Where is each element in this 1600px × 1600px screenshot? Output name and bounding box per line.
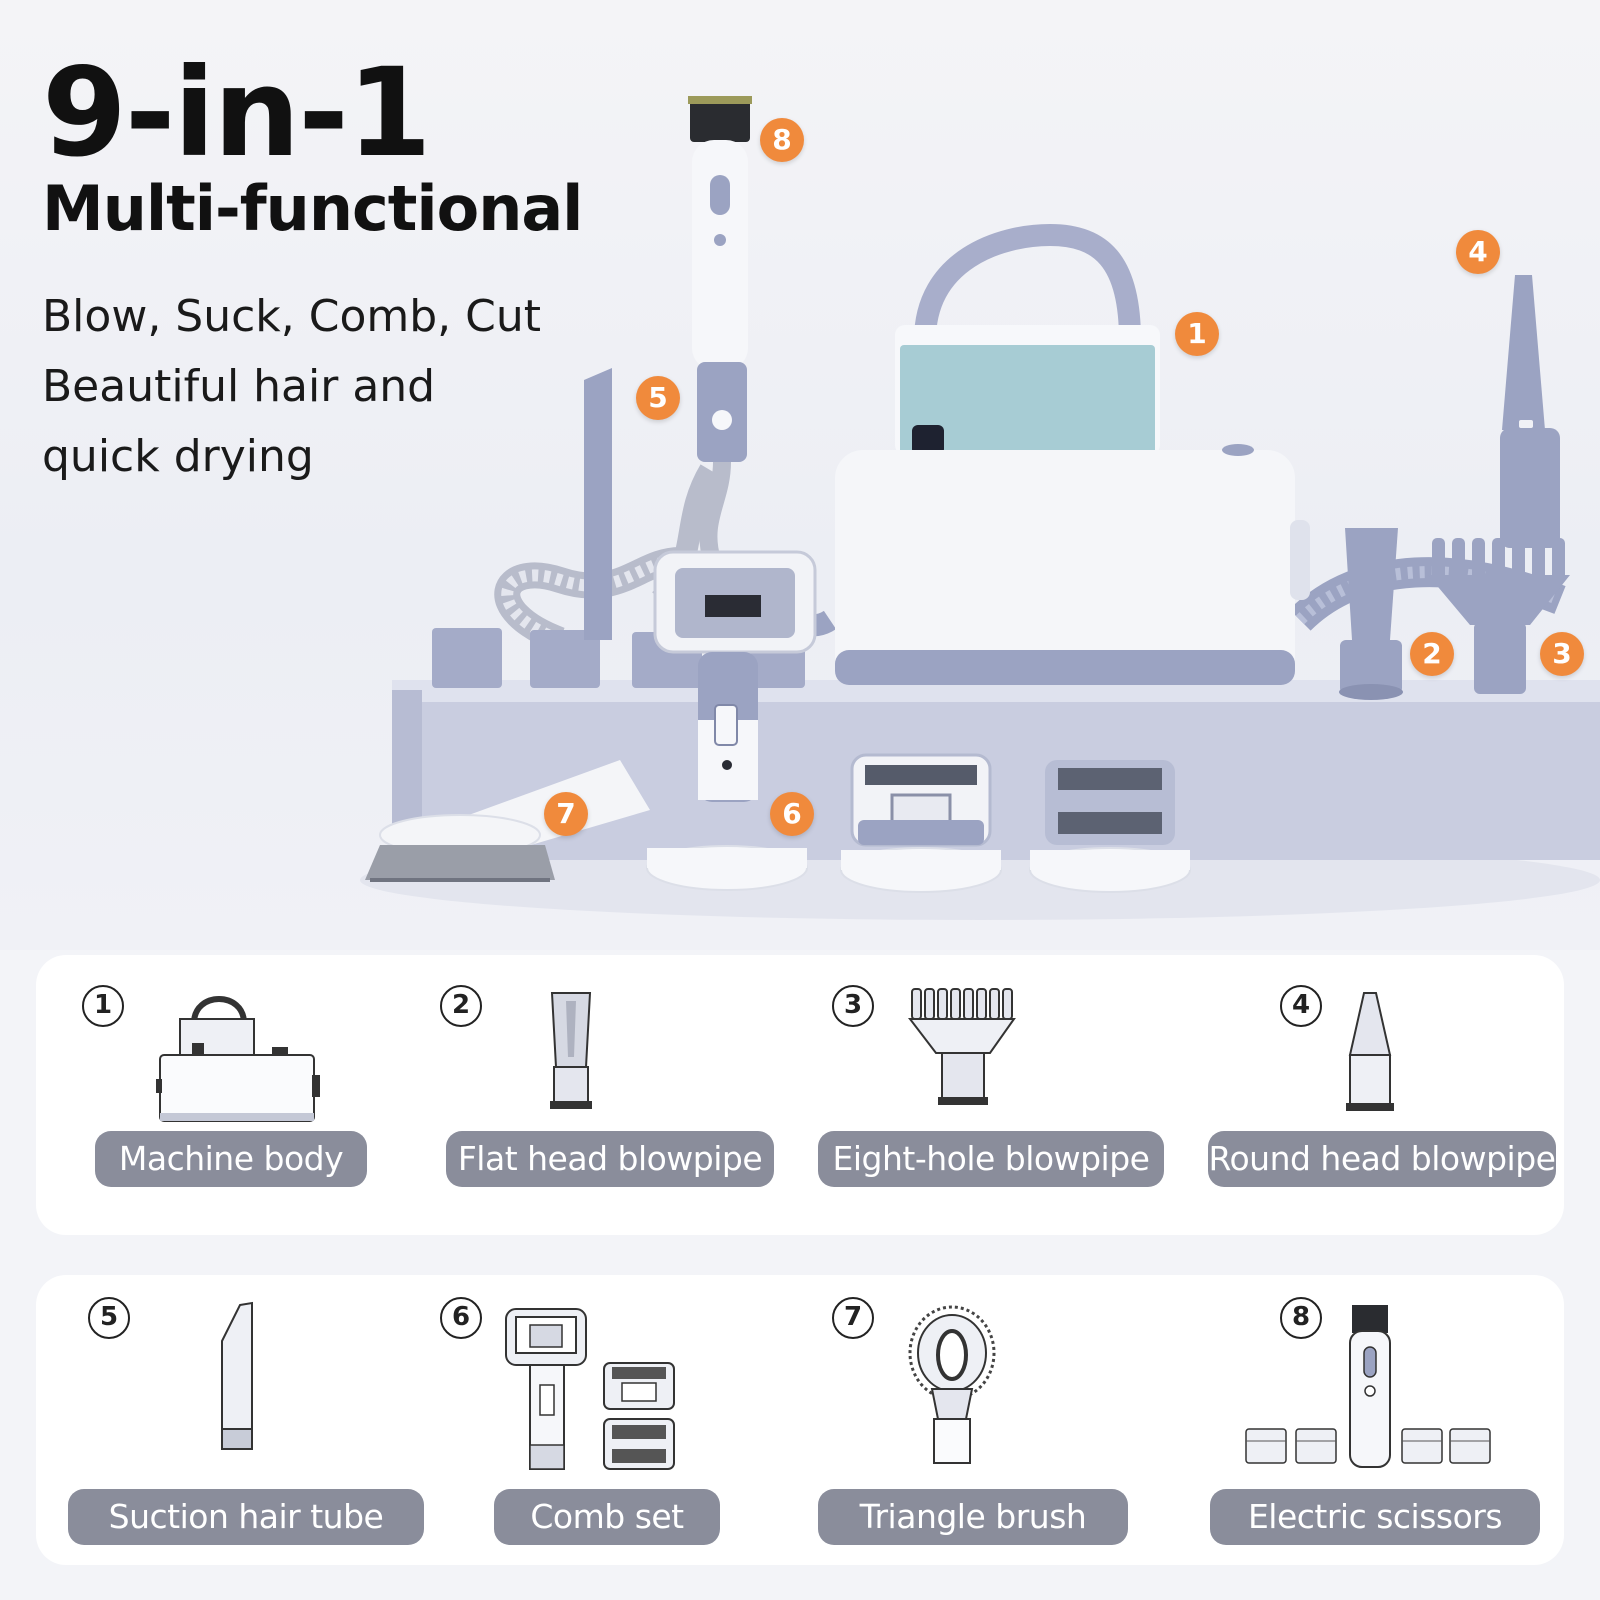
component-round-head-blowpipe: 4 Round head blowpipe	[1180, 955, 1564, 1235]
component-flat-head-blowpipe: 2 Flat head blowpipe	[416, 955, 798, 1235]
callout-badge-7: 7	[544, 792, 588, 836]
component-number: 8	[1280, 1297, 1322, 1339]
component-number: 2	[440, 985, 482, 1027]
product-scene-illustration	[360, 96, 1600, 920]
component-number: 4	[1280, 985, 1322, 1027]
component-label: Electric scissors	[1210, 1489, 1540, 1545]
callout-badge-2: 2	[1410, 632, 1454, 676]
component-label: Comb set	[494, 1489, 720, 1545]
component-label: Triangle brush	[818, 1489, 1128, 1545]
component-number: 5	[88, 1297, 130, 1339]
component-triangle-brush: 7 Triangle brush	[798, 1275, 1180, 1565]
tagline-line: Blow, Suck, Comb, Cut	[42, 291, 542, 342]
tagline-line: quick drying	[42, 431, 314, 482]
callout-badge-1: 1	[1175, 312, 1219, 356]
suction-hair-tube-icon	[221, 1301, 253, 1450]
callout-badge-8: 8	[760, 118, 804, 162]
component-suction-hair-tube: 5 Suction hair tube	[36, 1275, 424, 1565]
component-number: 1	[82, 985, 124, 1027]
component-number: 6	[440, 1297, 482, 1339]
component-comb-set: 6 Comb set	[416, 1275, 798, 1565]
tagline-line: Beautiful hair and	[42, 361, 436, 412]
comb-set-icon	[505, 1308, 675, 1470]
component-eight-hole-blowpipe: 3 Eight-hole blowpipe	[798, 955, 1180, 1235]
machine-body-icon	[156, 996, 320, 1122]
triangle-brush-icon	[908, 1305, 996, 1464]
callout-badge-4: 4	[1456, 230, 1500, 274]
component-label: Suction hair tube	[68, 1489, 424, 1545]
component-label: Flat head blowpipe	[446, 1131, 774, 1187]
round-head-blowpipe-icon	[1346, 992, 1394, 1111]
component-electric-scissors: 8 Electric scissors	[1180, 1275, 1564, 1565]
electric-scissors-icon	[1245, 1305, 1491, 1468]
eight-hole-blowpipe-icon	[908, 988, 1016, 1105]
components-panel-bottom: 5 Suction hair tube 6 Comb set 7	[36, 1275, 1564, 1565]
headline: 9-in-1	[42, 42, 432, 184]
component-label: Eight-hole blowpipe	[818, 1131, 1164, 1187]
callout-badge-6: 6	[770, 792, 814, 836]
component-number: 7	[832, 1297, 874, 1339]
callout-badge-5: 5	[636, 376, 680, 420]
flat-head-blowpipe-icon	[550, 992, 592, 1109]
hero-banner: 9-in-1 Multi-functional Blow, Suck, Comb…	[0, 0, 1600, 950]
component-label: Machine body	[95, 1131, 367, 1187]
component-machine-body: 1 Machine body	[36, 955, 416, 1235]
callout-badge-3: 3	[1540, 632, 1584, 676]
component-label: Round head blowpipe	[1208, 1131, 1556, 1187]
component-number: 3	[832, 985, 874, 1027]
tagline: Blow, Suck, Comb, Cut Beautiful hair and…	[42, 282, 602, 492]
components-panel-top: 1 Machine body 2 Flat head blowpipe 3	[36, 955, 1564, 1235]
subheadline: Multi-functional	[42, 172, 583, 245]
